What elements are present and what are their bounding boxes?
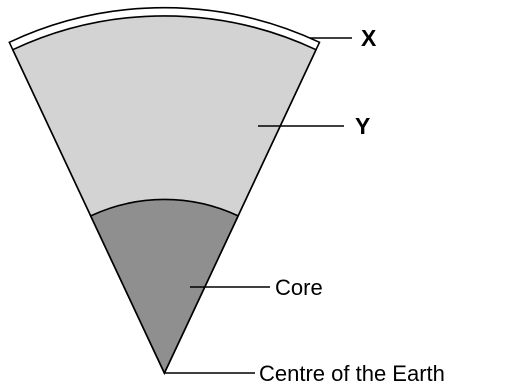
label-y: Y bbox=[355, 113, 370, 139]
label-x: X bbox=[361, 25, 377, 51]
label-centre-of-earth: Centre of the Earth bbox=[259, 361, 445, 385]
mantle-layer bbox=[11, 15, 318, 375]
core-layer bbox=[89, 198, 240, 375]
label-core: Core bbox=[275, 275, 323, 300]
